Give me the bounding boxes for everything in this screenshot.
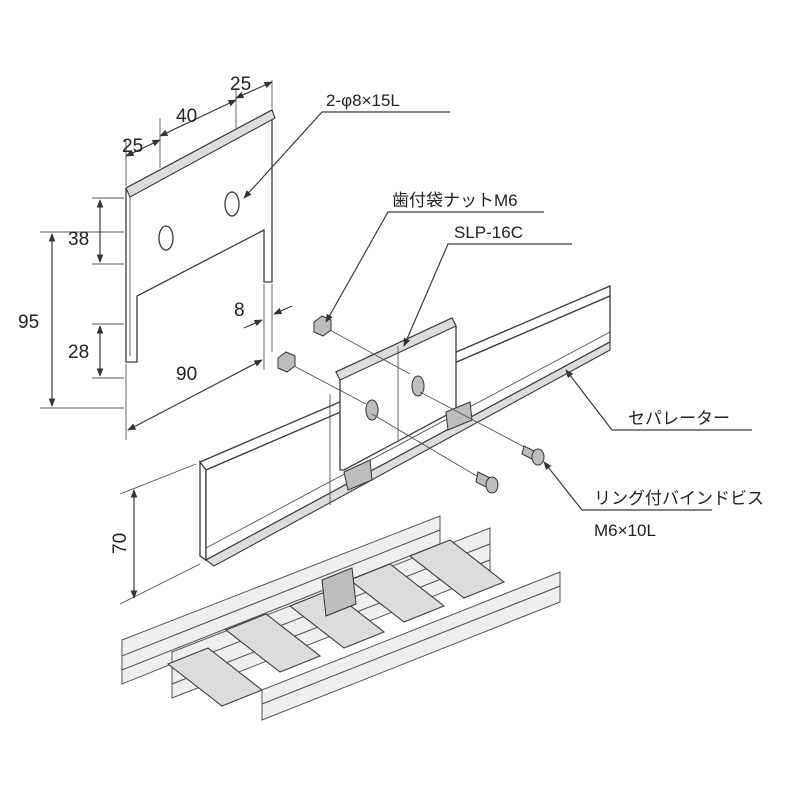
dim-top-mid: 40	[176, 106, 197, 127]
cable-ladder	[121, 515, 561, 721]
dim-top-left: 25	[122, 136, 143, 157]
plate-dimension-lines	[40, 80, 293, 440]
dim-top-right: 25	[230, 74, 251, 95]
slot-hole-right	[224, 191, 240, 217]
fitting-hole-left	[365, 399, 379, 421]
callout-screw-size: M6×10L	[594, 521, 656, 540]
callout-screw: リング付バインドビス	[594, 489, 764, 508]
dim-separator-height: 70	[110, 533, 131, 554]
callout-holes: 2-φ8×15L	[326, 91, 400, 110]
dim-height-upper: 38	[68, 229, 89, 250]
callout-nut: 歯付袋ナットM6	[392, 191, 518, 210]
nuts	[277, 315, 411, 405]
screws	[371, 391, 545, 494]
dim-height-lower: 28	[68, 342, 89, 363]
dim-height-total: 95	[18, 312, 39, 333]
fitting-hole-right	[411, 375, 425, 397]
separator-height-dimension	[119, 463, 201, 605]
leader-lines	[243, 111, 752, 511]
nut-upper	[313, 315, 332, 337]
dim-gap: 8	[234, 300, 245, 321]
slot-hole-left	[158, 225, 174, 251]
nut-lower	[277, 351, 296, 373]
callout-separator: セパレーター	[628, 409, 730, 428]
dim-width: 90	[176, 364, 197, 385]
joint-plate	[321, 567, 357, 617]
slp-16c-fitting	[335, 317, 473, 491]
callout-part-no: SLP-16C	[454, 223, 523, 242]
